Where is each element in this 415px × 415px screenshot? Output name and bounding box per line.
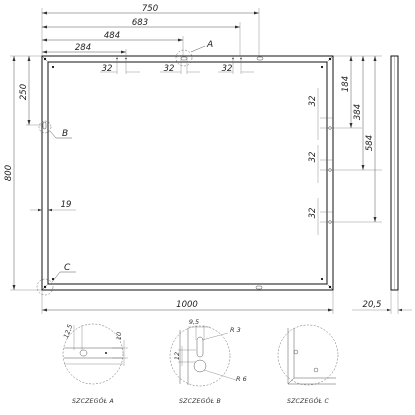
right-dimensions: 184 384 584 32 32 32 (308, 55, 382, 235)
callout-b-label: B (62, 129, 68, 139)
detail-b-caption: SZCZEGÓŁ B (179, 396, 221, 405)
hanger-slot-left (42, 121, 47, 130)
side-view (390, 55, 399, 291)
detail-b-dim-width: 9,5 (189, 318, 199, 326)
callout-circle-a (175, 49, 193, 67)
callout-a-label: A (206, 40, 213, 50)
callout-circle-c (36, 278, 54, 296)
dim-32-top-3: 32 (222, 64, 233, 74)
dim-250-label: 250 (19, 84, 29, 100)
detail-b-radius-small: R 3 (230, 326, 241, 334)
frame-outer (41, 55, 334, 291)
detail-b-slot-lower (193, 359, 207, 373)
callouts: A B C (36, 40, 213, 296)
dim-20-5-label: 20,5 (363, 300, 382, 310)
detail-c-circle (277, 324, 339, 386)
dim-32-right-2: 32 (308, 152, 318, 163)
dim-284-label: 284 (75, 43, 91, 53)
top-dimensions: 750 683 484 284 32 32 32 (41, 4, 260, 74)
screw-br-inner (320, 277, 324, 281)
detail-b-dim-height: 12 (173, 352, 181, 360)
detail-a-dim-height: 10 (115, 332, 123, 340)
detail-b-circle (169, 325, 231, 387)
screw-tr (328, 57, 332, 61)
detail-b-radius-large: R 6 (236, 375, 247, 383)
detail-b-slot-upper (196, 336, 204, 358)
screw-bl-inner (51, 277, 55, 281)
dim-800-label: 800 (4, 165, 14, 181)
detail-a-caption: SZCZEGÓŁ A (72, 396, 114, 405)
detail-c-caption: SZCZEGÓŁ C (287, 396, 330, 405)
bottom-dimensions: 1000 20,5 (41, 290, 412, 314)
hanger-slot-top-left (180, 56, 188, 61)
screw-br (328, 285, 332, 289)
detail-c-hole-upper (293, 349, 299, 355)
dim-584-label: 584 (365, 135, 375, 151)
screw-bl (43, 285, 47, 289)
dim-32-top-2: 32 (164, 64, 175, 74)
hanger-slot-top-right (256, 56, 264, 61)
detail-a-slot (79, 349, 88, 357)
dim-384-label: 384 (353, 104, 363, 120)
callout-circle-b (38, 120, 52, 134)
screw-tl (43, 57, 47, 61)
hanger-slot-bottom (255, 285, 263, 290)
main-frame (41, 55, 334, 291)
detail-c: SZCZEGÓŁ C (277, 324, 339, 405)
screw-tr-inner (320, 65, 324, 69)
dim-32-right-3: 32 (308, 208, 318, 219)
dim-683-label: 683 (132, 18, 148, 28)
dim-750-label: 750 (142, 4, 158, 14)
detail-a-dim-width: 12,5 (62, 323, 74, 339)
callout-c-label: C (64, 263, 71, 273)
screw-tl-inner (51, 65, 55, 69)
detail-c-hole-lower (313, 367, 319, 373)
detail-a: 12,5 10 SZCZEGÓŁ A (62, 323, 128, 405)
frame-inner (47, 61, 328, 285)
detail-b: 9,5 12 R 3 R 6 SZCZEGÓŁ B (169, 318, 247, 405)
dim-1000-label: 1000 (176, 300, 198, 310)
detail-a-circle (62, 323, 124, 385)
dim-184-label: 184 (341, 76, 351, 92)
dim-32-right-1: 32 (308, 96, 318, 107)
dim-32-top-1: 32 (102, 64, 113, 74)
dim-19-label: 19 (61, 200, 72, 210)
left-dimensions: 800 250 19 (4, 55, 76, 291)
dim-484-label: 484 (104, 31, 120, 41)
